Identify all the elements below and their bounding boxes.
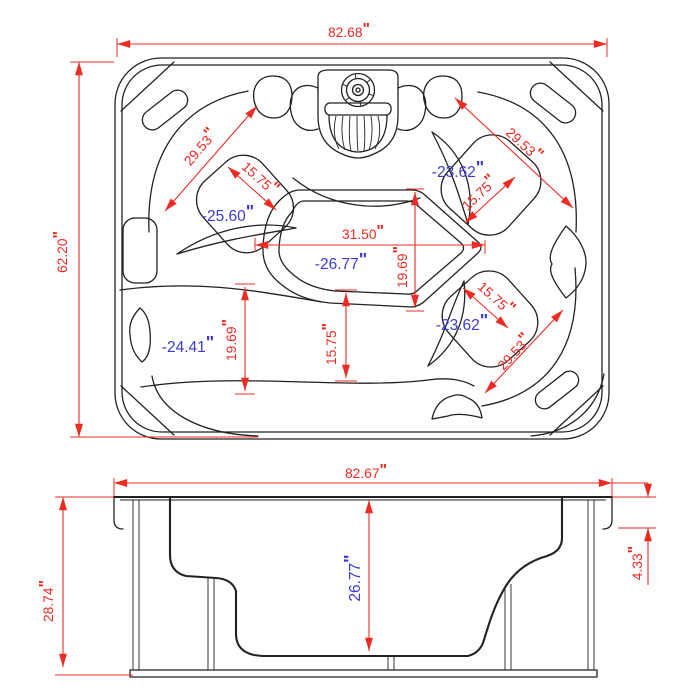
- side-view: [112, 495, 614, 678]
- seat-upper-left: [141, 89, 297, 255]
- dim-overall-width: 82.68": [116, 21, 608, 57]
- headrest-upper-left: [141, 89, 189, 131]
- left-pillow: [129, 307, 151, 363]
- svg-text:15.75": 15.75": [320, 323, 339, 365]
- label-seat-lr-depth: -23.62": [436, 310, 488, 334]
- svg-text:29.53": 29.53": [503, 122, 547, 165]
- svg-text:62.20": 62.20": [51, 231, 70, 273]
- bottom-speaker-pod: [431, 394, 483, 420]
- side-right-lip: [602, 495, 613, 530]
- waterfall-grille-icon: [333, 115, 381, 152]
- dim-overall-length: 62.20": [51, 61, 258, 438]
- side-left-lip: [113, 495, 124, 530]
- svg-text:26.77": 26.77": [340, 554, 364, 601]
- top-view-dimensions: 82.68" 62.20" 29.53" 15.75" -25.60" 29.5…: [51, 21, 608, 438]
- svg-text:31.50": 31.50": [342, 223, 384, 242]
- dim-footwell-length: 19.69": [391, 188, 424, 312]
- dim-footwell-width: 31.50": [254, 223, 486, 254]
- top-shell-lobes: [252, 75, 463, 207]
- headrest-lower-right: [534, 370, 580, 410]
- dim-bench-width: 15.75": [320, 289, 357, 382]
- svg-text:19.69": 19.69": [220, 319, 239, 361]
- dim-lip-height: 4.33": [612, 482, 656, 585]
- svg-text:29.53": 29.53": [178, 124, 220, 168]
- svg-text:28.74": 28.74": [37, 580, 56, 622]
- left-armrest: [122, 217, 158, 284]
- base-frame: [129, 669, 598, 678]
- corner-details: [120, 61, 605, 437]
- seat-lower-right: [427, 267, 580, 410]
- dim-side-width: 82.67": [113, 462, 613, 496]
- svg-text:29.53": 29.53": [492, 329, 535, 373]
- control-panel: [317, 69, 399, 159]
- label-seat-ul-depth: -25.60": [202, 201, 254, 225]
- dim-seat-ul-diagonal: 29.53": [164, 105, 258, 212]
- svg-text:19.69": 19.69": [391, 246, 410, 288]
- dim-side-height: 28.74": [37, 496, 133, 676]
- headrest-upper-right: [529, 82, 577, 124]
- dim-inner-depth: 26.77": [340, 500, 373, 651]
- lounger: [119, 217, 587, 420]
- right-lens-detail: [549, 225, 587, 299]
- label-lounge-depth: -24.41": [162, 332, 214, 356]
- cabinet-walls: [132, 500, 595, 670]
- dim-lounge-length: 19.69": [220, 283, 255, 395]
- svg-text:4.33": 4.33": [626, 546, 645, 580]
- side-view-dimensions: 82.67" 28.74" 26.77" 4.33": [37, 462, 656, 676]
- svg-text:82.68": 82.68": [328, 21, 370, 40]
- seat-upper-right: [431, 82, 577, 236]
- svg-text:82.67": 82.67": [345, 462, 387, 481]
- shell-outline: [114, 57, 610, 440]
- dim-seat-ul-width: 15.75": [227, 159, 283, 211]
- shell-inner-rim: [121, 64, 603, 433]
- dim-seat-lr-diagonal: 29.53": [484, 309, 564, 394]
- internal-supports: [207, 578, 512, 670]
- label-footwell-depth: -26.77": [315, 249, 367, 273]
- tub-section-profile: [168, 496, 564, 658]
- label-seat-ur-depth: -23.62": [432, 157, 484, 181]
- jet-dial-icon: [340, 72, 376, 108]
